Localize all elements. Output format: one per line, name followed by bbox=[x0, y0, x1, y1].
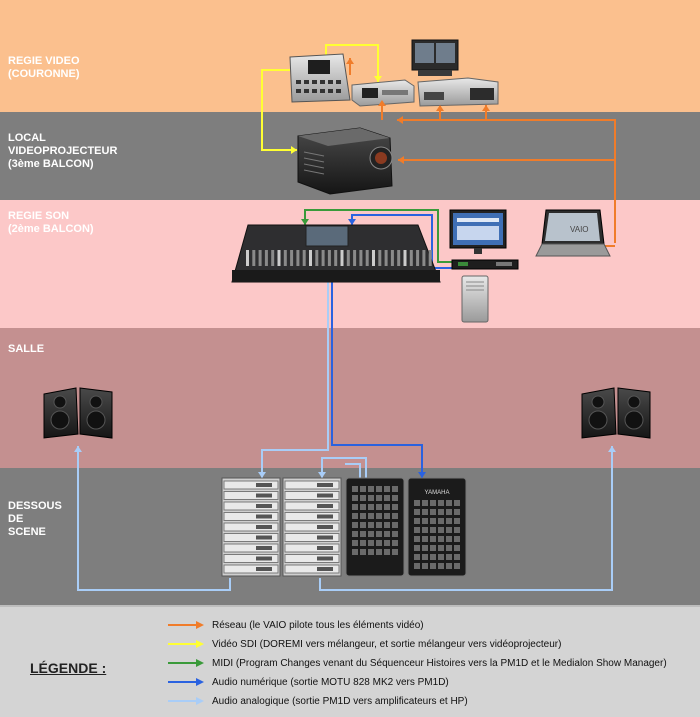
sdi-arrow-projector bbox=[291, 146, 297, 154]
legend-item: Audio analogique (sortie PM1D vers ampli… bbox=[168, 693, 468, 709]
computer-tower bbox=[461, 275, 489, 323]
speaker-right-2 bbox=[617, 387, 651, 439]
computer-monitor bbox=[449, 209, 507, 254]
network-arrow-deck1 bbox=[436, 105, 444, 111]
network-arrow-decks bbox=[397, 116, 403, 124]
legend-title: LÉGENDE : bbox=[30, 660, 107, 676]
zone-label-salle: SALLE bbox=[8, 343, 45, 355]
legend-arrow-icon bbox=[168, 678, 204, 686]
speaker-right-1 bbox=[581, 387, 617, 439]
speaker-left-2 bbox=[79, 387, 113, 439]
legend-item-label: Audio analogique (sortie PM1D vers ampli… bbox=[212, 695, 468, 707]
legend-item-label: MIDI (Program Changes venant du Séquence… bbox=[212, 657, 667, 669]
legend-item-label: Vidéo SDI (DOREMI vers mélangeur, et sor… bbox=[212, 638, 562, 650]
legend-item: Audio numérique (sortie MOTU 828 MK2 ver… bbox=[168, 674, 449, 690]
vaio-laptop: VAIO bbox=[535, 209, 611, 257]
legend-arrow-icon bbox=[168, 621, 204, 629]
legend-item: Réseau (le VAIO pilote tous les éléments… bbox=[168, 617, 424, 633]
digital-audio-lines bbox=[331, 214, 458, 478]
legend-panel: LÉGENDE : Réseau (le VAIO pilote tous le… bbox=[0, 605, 700, 717]
zone-label-dessous-de-scene: DESSOUS DE SCENE bbox=[8, 500, 62, 538]
network-arrow-projector bbox=[398, 156, 404, 164]
amplifier-rack-left bbox=[221, 477, 281, 577]
analog-arrow-amp-center bbox=[318, 472, 326, 478]
legend-item-label: Audio numérique (sortie MOTU 828 MK2 ver… bbox=[212, 676, 449, 688]
analog-arrow-amp-left bbox=[258, 472, 266, 478]
sdi-lines bbox=[261, 44, 379, 151]
legend-arrow-icon bbox=[168, 697, 204, 705]
video-monitors bbox=[411, 39, 459, 76]
amplifier-rack-center bbox=[282, 477, 342, 577]
midi-lines bbox=[304, 209, 458, 263]
legend-arrow-icon bbox=[168, 640, 204, 648]
io-rack-1 bbox=[345, 477, 405, 577]
analog-arrow-speaker-left bbox=[74, 446, 82, 452]
legend-item: Vidéo SDI (DOREMI vers mélangeur, et sor… bbox=[168, 636, 561, 652]
network-arrow-switcher bbox=[346, 58, 354, 64]
video-decks bbox=[417, 77, 499, 107]
system-diagram: VAIO YAMAHA bbox=[43, 39, 651, 591]
io-rack-2: YAMAHA bbox=[407, 477, 467, 577]
speaker-left-1 bbox=[43, 387, 79, 439]
zone-label-regie-video: REGIE VIDEO (COURONNE) bbox=[8, 55, 80, 80]
analog-audio-lines bbox=[77, 282, 613, 591]
zone-regie-video: REGIE VIDEO (COURONNE) bbox=[0, 0, 700, 112]
videoprojector bbox=[297, 127, 393, 195]
analog-arrow-speaker-right bbox=[608, 446, 616, 452]
legend-item: MIDI (Program Changes venant du Séquence… bbox=[168, 655, 667, 671]
video-switcher bbox=[289, 53, 351, 103]
digital-arrow-console bbox=[348, 219, 356, 225]
rack-brand-text: YAMAHA bbox=[425, 490, 450, 496]
pm1d-console bbox=[231, 224, 441, 283]
midi-arrow-console bbox=[301, 219, 309, 225]
network-arrow-doremi bbox=[378, 100, 386, 106]
motu-interface bbox=[451, 259, 519, 270]
network-arrow-deck2 bbox=[482, 105, 490, 111]
sdi-arrow-doremi bbox=[374, 76, 382, 82]
zone-label-local-videoprojecteur: LOCAL VIDEOPROJECTEUR (3ème BALCON) bbox=[8, 132, 118, 170]
zone-label-regie-son: REGIE SON (2ème BALCON) bbox=[8, 210, 94, 235]
legend-item-label: Réseau (le VAIO pilote tous les éléments… bbox=[212, 619, 424, 631]
digital-arrow-rack bbox=[418, 472, 426, 478]
laptop-brand-text: VAIO bbox=[570, 225, 589, 234]
doremi-recorder bbox=[351, 79, 415, 107]
legend-arrow-icon bbox=[168, 659, 204, 667]
